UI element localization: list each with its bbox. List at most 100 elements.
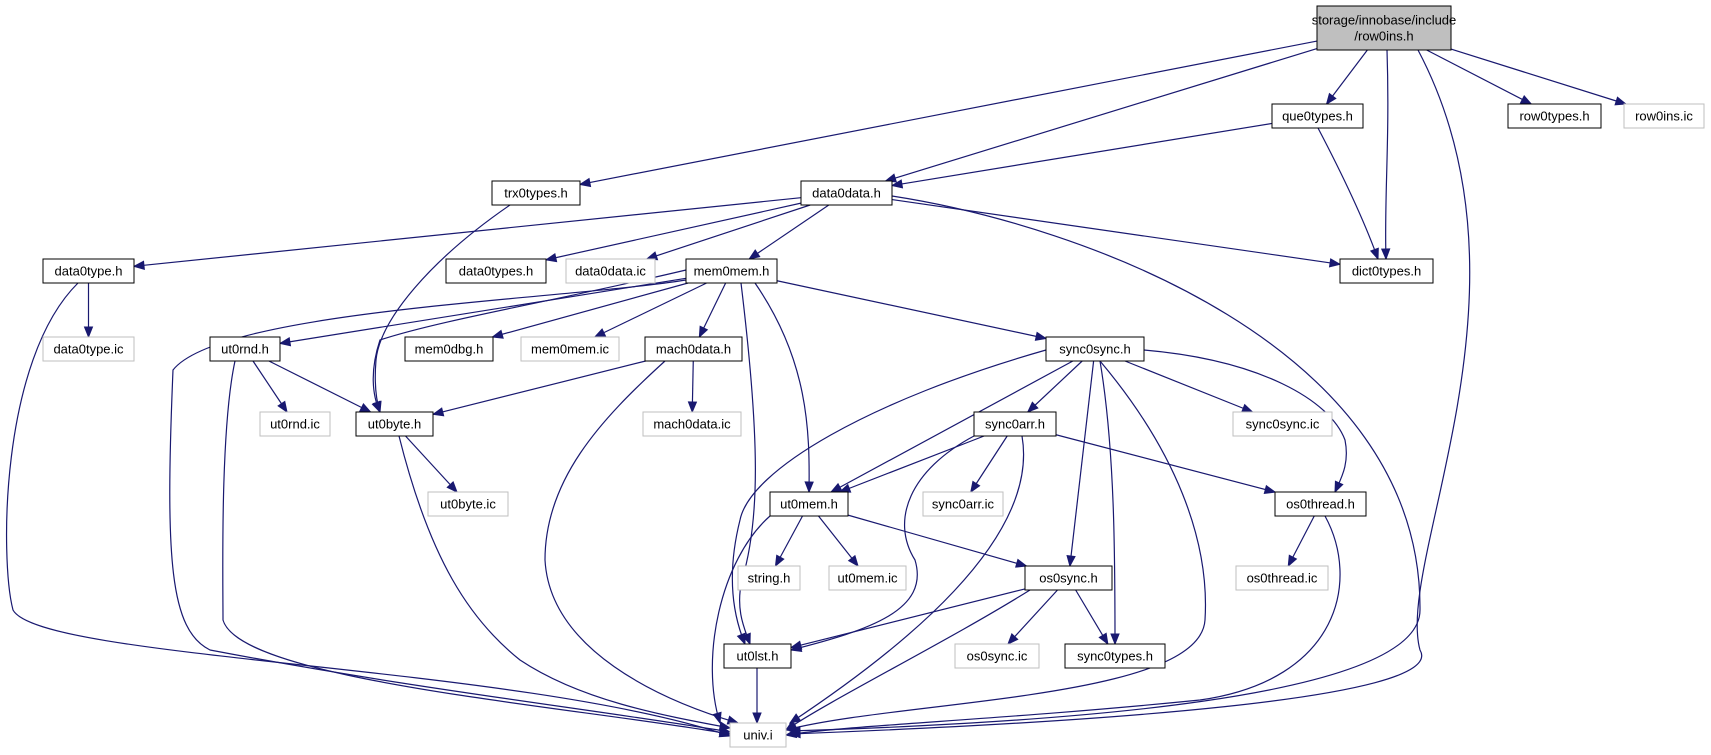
node-data0data-h[interactable]: data0data.h <box>800 180 893 206</box>
edge-sync0sync-h-to-os0sync-h <box>1069 360 1095 567</box>
node-univ-i-box <box>729 722 787 748</box>
node-sync0sync-h-label: sync0sync.h <box>1059 342 1131 357</box>
node-data0type-h-box <box>42 258 135 284</box>
edge-data0data-h-to-data0data-ic <box>646 204 811 260</box>
node-sync0sync-ic-label: sync0sync.ic <box>1246 417 1320 432</box>
node-trx0types-h[interactable]: trx0types.h <box>491 180 581 206</box>
node-sync0arr-h-label: sync0arr.h <box>985 417 1045 432</box>
node-trx0types-h-box <box>491 180 581 206</box>
node-ut0mem-h-box <box>769 491 849 517</box>
node-row0ins-h[interactable]: storage/innobase/include/row0ins.h <box>1312 5 1457 51</box>
node-os0thread-ic-box <box>1235 565 1329 591</box>
node-row0types-h[interactable]: row0types.h <box>1507 103 1602 129</box>
edge-mem0mem-h-to-mem0dbg-h-arrowhead <box>491 329 504 339</box>
node-mach0data-h[interactable]: mach0data.h <box>644 336 743 362</box>
node-ut0byte-h[interactable]: ut0byte.h <box>355 411 434 437</box>
node-mach0data-ic-label: mach0data.ic <box>653 417 731 432</box>
node-ut0lst-h-label: ut0lst.h <box>737 649 779 664</box>
node-os0sync-ic-label: os0sync.ic <box>967 649 1028 664</box>
edge-mach0data-h-to-ut0byte-h-arrowhead <box>431 407 445 417</box>
edge-mem0mem-h-to-mem0mem-ic-arrowhead <box>593 328 607 338</box>
edges-layer <box>5 40 1628 739</box>
node-sync0types-h-label: sync0types.h <box>1077 649 1153 664</box>
node-data0types-h-label: data0types.h <box>459 264 533 279</box>
node-sync0types-h[interactable]: sync0types.h <box>1064 643 1166 669</box>
node-ut0mem-h[interactable]: ut0mem.h <box>769 491 849 517</box>
node-ut0lst-h-box <box>723 643 792 669</box>
node-mem0dbg-h[interactable]: mem0dbg.h <box>404 336 494 362</box>
edge-row0ins-h-to-row0ins-ic-arrowhead <box>1614 96 1628 106</box>
edge-os0sync-h-to-ut0lst-h <box>790 588 1026 649</box>
edge-data0data-h-to-mem0mem-h <box>748 204 830 260</box>
edge-data0type-h-to-data0type-ic-arrowhead <box>83 326 94 339</box>
node-string-h-label: string.h <box>748 571 791 586</box>
edge-ut0rnd-h-to-univ-i-arrowhead <box>718 727 732 737</box>
node-ut0byte-ic-label: ut0byte.ic <box>440 497 496 512</box>
node-univ-i-label: univ.i <box>743 728 772 743</box>
edge-row0ins-h-to-trx0types-h-arrowhead <box>578 177 592 188</box>
edge-os0sync-h-to-univ-i-arrowhead <box>784 720 798 731</box>
node-mem0mem-ic: mem0mem.ic <box>520 336 620 362</box>
node-os0sync-ic-box <box>954 643 1040 669</box>
edge-mach0data-h-to-univ-i <box>544 360 739 724</box>
node-string-h-box <box>737 565 801 591</box>
node-os0sync-h[interactable]: os0sync.h <box>1024 565 1113 591</box>
edge-sync0arr-h-to-univ-i <box>789 435 1025 724</box>
node-ut0mem-h-label: ut0mem.h <box>780 497 838 512</box>
node-mem0mem-h[interactable]: mem0mem.h <box>685 258 778 284</box>
node-data0types-h-box <box>445 258 547 284</box>
edge-ut0mem-h-to-string-h-arrowhead <box>774 554 785 568</box>
node-dict0types-h-label: dict0types.h <box>1352 264 1421 279</box>
edge-mem0mem-h-to-sync0sync-h <box>776 280 1047 340</box>
edge-que0types-h-to-dict0types-h <box>1317 127 1379 260</box>
node-mem0mem-h-label: mem0mem.h <box>694 264 770 279</box>
edge-row0ins-h-to-que0types-h <box>1326 49 1368 105</box>
node-ut0lst-h[interactable]: ut0lst.h <box>723 643 792 669</box>
node-ut0byte-h-label: ut0byte.h <box>368 417 422 432</box>
node-dict0types-h[interactable]: dict0types.h <box>1339 258 1434 284</box>
node-sync0arr-h-box <box>973 411 1057 437</box>
edge-os0thread-h-to-univ-i <box>785 515 1341 736</box>
edge-ut0byte-h-to-univ-i <box>398 435 731 729</box>
edge-ut0byte-h-to-ut0byte-ic <box>405 435 458 493</box>
edge-os0thread-h-to-os0thread-ic-arrowhead <box>1287 554 1298 568</box>
edge-ut0byte-h-to-ut0byte-ic-arrowhead <box>446 481 458 493</box>
node-os0thread-h-label: os0thread.h <box>1286 497 1355 512</box>
edge-mem0mem-h-to-univ-i <box>169 279 731 733</box>
node-ut0byte-ic: ut0byte.ic <box>427 491 509 517</box>
node-ut0rnd-h[interactable]: ut0rnd.h <box>209 336 281 362</box>
edge-ut0mem-h-to-os0sync-h-arrowhead <box>1015 558 1028 568</box>
node-data0data-h-label: data0data.h <box>812 186 881 201</box>
node-os0thread-h[interactable]: os0thread.h <box>1274 491 1367 517</box>
node-data0types-h[interactable]: data0types.h <box>445 258 547 284</box>
node-ut0rnd-ic-box <box>259 411 331 437</box>
edge-row0ins-h-to-univ-i <box>789 49 1471 735</box>
node-que0types-h[interactable]: que0types.h <box>1271 103 1364 129</box>
node-ut0byte-ic-box <box>427 491 509 517</box>
node-que0types-h-box <box>1271 103 1364 129</box>
edge-data0type-h-to-univ-i <box>5 282 731 737</box>
node-os0thread-h-box <box>1274 491 1367 517</box>
edge-sync0arr-h-to-os0thread-h-arrowhead <box>1263 484 1277 495</box>
edge-mem0mem-h-to-ut0lst-h <box>739 282 756 645</box>
edge-que0types-h-to-dict0types-h-arrowhead <box>1369 247 1379 261</box>
edge-sync0sync-h-to-sync0types-h-arrowhead <box>1110 633 1120 646</box>
edge-que0types-h-to-data0data-h <box>891 122 1273 187</box>
node-sync0arr-h[interactable]: sync0arr.h <box>973 411 1057 437</box>
node-ut0mem-ic: ut0mem.ic <box>828 565 907 591</box>
node-sync0sync-h[interactable]: sync0sync.h <box>1045 336 1145 362</box>
node-ut0mem-ic-box <box>828 565 907 591</box>
edge-os0thread-h-to-univ-i-arrowhead <box>784 728 798 739</box>
edge-mem0mem-h-to-ut0byte-h-arrowhead <box>371 400 381 414</box>
edge-mem0mem-h-to-mem0mem-ic <box>594 282 707 338</box>
node-data0type-h[interactable]: data0type.h <box>42 258 135 284</box>
node-sync0types-h-box <box>1064 643 1166 669</box>
node-trx0types-h-label: trx0types.h <box>504 186 568 201</box>
edge-sync0sync-h-to-ut0mem-h-arrowhead <box>829 482 843 493</box>
node-mach0data-h-box <box>644 336 743 362</box>
edge-ut0mem-h-to-univ-i-arrowhead <box>712 711 722 725</box>
node-sync0sync-ic: sync0sync.ic <box>1232 411 1333 437</box>
nodes-layer: storage/innobase/include/row0ins.h que0ty… <box>42 5 1705 748</box>
